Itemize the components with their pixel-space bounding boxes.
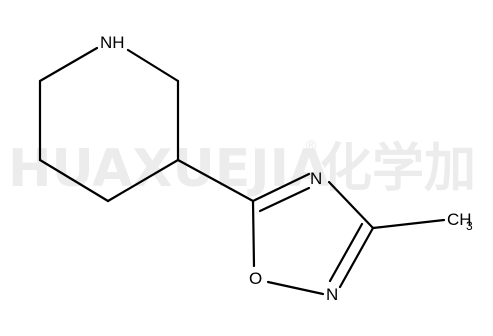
bond-n-c2	[126, 48, 180, 83]
atom-label-n-bottom: N	[326, 285, 338, 304]
bond-c3-n2	[338, 226, 375, 289]
atom-label-subscript-3: 3	[466, 219, 473, 233]
bond-c4-c5	[38, 158, 110, 203]
bond-n2-o1	[266, 280, 325, 296]
bond-c5-n4	[251, 172, 311, 203]
bond-c3-oxadiazole	[176, 158, 255, 203]
atom-label-ch: CH	[447, 210, 472, 229]
bond-c3-c4	[106, 158, 180, 203]
atom-label-o: O	[249, 269, 262, 288]
bond-c3-n2-double	[328, 222, 364, 283]
bond-c3-methyl	[371, 218, 446, 230]
watermark-registered-mark: ®	[304, 138, 318, 154]
atom-label-n-top: N	[310, 169, 322, 188]
bond-o1-c5	[251, 199, 256, 268]
bond-n4-c3	[327, 180, 375, 230]
watermark-chinese: 化学加	[320, 139, 476, 199]
atom-label-nh: NH	[100, 33, 125, 52]
bond-c6-n	[38, 46, 99, 83]
bond-c5-n4-double	[258, 186, 311, 213]
